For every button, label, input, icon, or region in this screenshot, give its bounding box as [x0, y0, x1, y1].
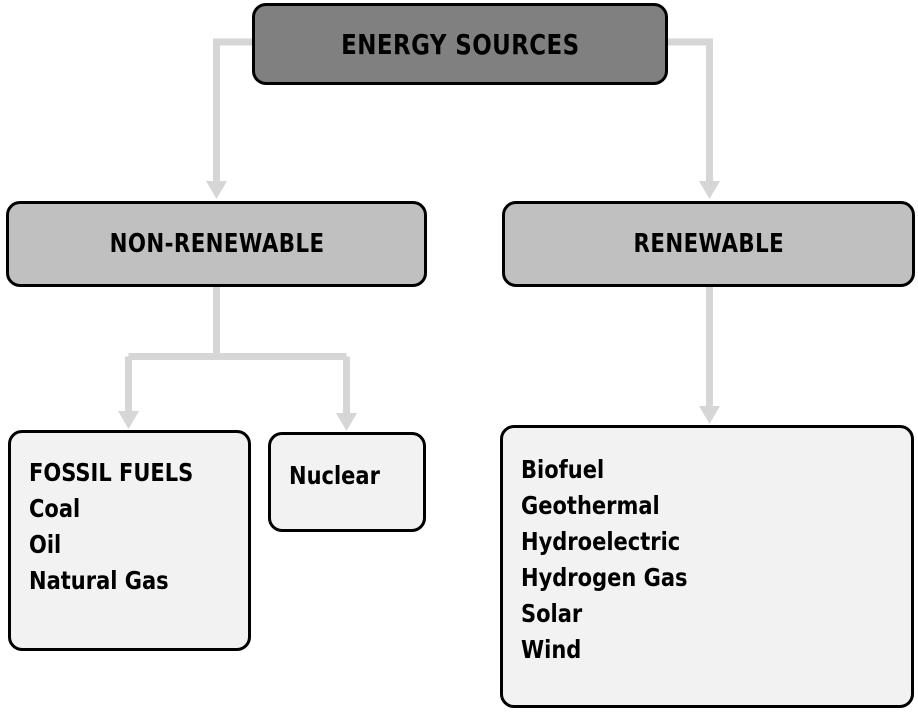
fossil-fuels-heading: FOSSIL FUELS	[29, 458, 194, 487]
node-non-renewable-label: NON-RENEWABLE	[109, 229, 324, 259]
node-energy-sources-label: ENERGY SOURCES	[340, 27, 580, 61]
connector-non-renewable-split	[118, 287, 357, 431]
list-item: Coal	[29, 494, 81, 523]
list-item: Hydrogen Gas	[521, 563, 688, 592]
list-item: Wind	[521, 635, 582, 664]
node-fossil-fuels[interactable]: FOSSIL FUELS Coal Oil Natural Gas	[8, 430, 251, 651]
list-item: Oil	[29, 530, 62, 559]
connector-renewable-to-list	[699, 287, 720, 424]
connector-root-to-renewable	[668, 38, 720, 199]
list-item: Natural Gas	[29, 566, 169, 595]
list-item: Geothermal	[521, 491, 660, 520]
list-item: Solar	[521, 599, 583, 628]
connector-root-to-non-renewable	[206, 38, 252, 199]
node-renewable-label: RENEWABLE	[633, 229, 784, 259]
node-non-renewable[interactable]: NON-RENEWABLE	[6, 201, 427, 287]
node-nuclear[interactable]: Nuclear	[268, 432, 426, 532]
list-item: Hydroelectric	[521, 527, 681, 556]
node-nuclear-label: Nuclear	[289, 461, 380, 490]
node-renewables-list[interactable]: Biofuel Geothermal Hydroelectric Hydroge…	[500, 425, 914, 708]
node-energy-sources[interactable]: ENERGY SOURCES	[252, 3, 668, 85]
node-renewable[interactable]: RENEWABLE	[502, 201, 915, 287]
list-item: Biofuel	[521, 455, 605, 484]
